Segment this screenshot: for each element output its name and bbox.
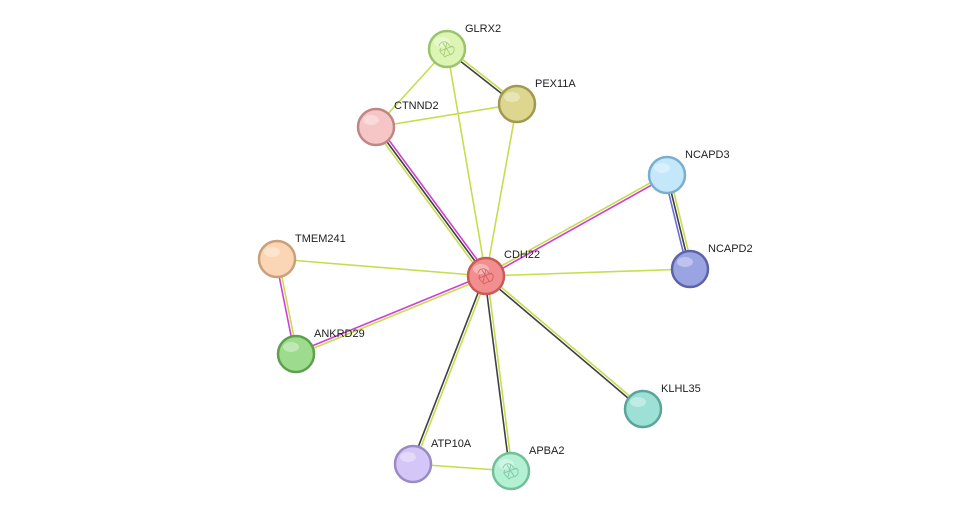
edge-cdh22-ankrd29[interactable] xyxy=(295,274,487,356)
edge-line-coexpression xyxy=(411,275,486,464)
node-label: GLRX2 xyxy=(465,23,501,35)
node-circle xyxy=(257,239,297,279)
node-circle xyxy=(393,444,433,484)
node-highlight xyxy=(363,115,379,125)
node-ncapd3[interactable]: NCAPD3 xyxy=(647,149,730,195)
node-label: TMEM241 xyxy=(295,233,346,245)
edge-line-experiments xyxy=(377,124,489,275)
icon-path xyxy=(502,463,519,480)
node-highlight xyxy=(630,397,646,407)
node-klhl35[interactable]: KLHL35 xyxy=(623,383,701,429)
edge-line-textmining xyxy=(485,268,691,277)
node-tmem241[interactable]: TMEM241 xyxy=(257,233,346,279)
edge-line-coexpression xyxy=(375,126,487,277)
node-ankrd29[interactable]: ANKRD29 xyxy=(276,328,365,374)
node-label: APBA2 xyxy=(529,445,564,457)
node-label: ANKRD29 xyxy=(314,328,365,340)
node-circle xyxy=(276,334,316,374)
node-label: NCAPD3 xyxy=(685,149,730,161)
edge-cdh22-pex11a[interactable] xyxy=(485,103,518,277)
edge-cdh22-ncapd3[interactable] xyxy=(484,173,669,278)
edge-cdh22-klhl35[interactable] xyxy=(484,274,645,411)
node-highlight xyxy=(264,247,280,257)
node-label: CTNND2 xyxy=(394,100,439,112)
edge-line-textmining xyxy=(413,276,488,465)
edge-line-experiments xyxy=(486,175,669,278)
node-highlight xyxy=(504,92,520,102)
edge-line-textmining xyxy=(446,48,487,277)
edge-cdh22-tmem241[interactable] xyxy=(276,258,487,277)
node-circle xyxy=(647,155,687,195)
node-highlight xyxy=(677,257,693,267)
edge-cdh22-ctnnd2[interactable] xyxy=(373,124,489,279)
icon-path xyxy=(438,41,455,58)
node-glrx2[interactable]: GLRX2 xyxy=(427,23,501,69)
node-atp10a[interactable]: ATP10A xyxy=(393,438,472,484)
edge-line-textmining xyxy=(276,258,487,277)
protein-structure-icon xyxy=(438,41,455,58)
node-highlight xyxy=(283,342,299,352)
protein-structure-icon xyxy=(502,463,519,480)
node-label: KLHL35 xyxy=(661,383,701,395)
node-label: PEX11A xyxy=(535,78,576,90)
edge-ctnnd2-pex11a[interactable] xyxy=(375,103,518,128)
protein-structure-icon xyxy=(477,268,494,285)
node-circle xyxy=(623,389,663,429)
node-label: CDH22 xyxy=(504,249,540,261)
edge-line-coexpression xyxy=(483,276,511,472)
node-label: ATP10A xyxy=(431,438,472,450)
edge-line-textmining xyxy=(296,276,487,356)
node-ncapd2[interactable]: NCAPD2 xyxy=(670,243,753,289)
node-apba2[interactable]: APBA2 xyxy=(491,445,564,491)
edge-cdh22-ncapd2[interactable] xyxy=(485,268,691,277)
node-circle xyxy=(497,84,537,124)
edge-line-textmining xyxy=(375,103,518,128)
node-cdh22[interactable]: CDH22 xyxy=(466,249,540,296)
node-pex11a[interactable]: PEX11A xyxy=(497,78,576,124)
edge-line-coexpression xyxy=(484,276,643,411)
node-highlight xyxy=(654,163,670,173)
node-label: NCAPD2 xyxy=(708,243,753,255)
edge-line-textmining xyxy=(486,274,645,409)
edge-line-textmining xyxy=(485,103,518,277)
node-highlight xyxy=(400,452,416,462)
node-circle xyxy=(356,107,396,147)
node-ctnnd2[interactable]: CTNND2 xyxy=(356,100,439,147)
edge-line-textmining xyxy=(484,173,667,276)
edge-cdh22-apba2[interactable] xyxy=(483,275,514,472)
edge-line-experiments xyxy=(295,274,486,354)
edge-line-textmining xyxy=(486,275,514,471)
node-circle xyxy=(670,249,710,289)
edge-cdh22-atp10a[interactable] xyxy=(411,275,488,465)
icon-path xyxy=(477,268,494,285)
edge-cdh22-glrx2[interactable] xyxy=(446,48,487,277)
edge-line-textmining xyxy=(373,128,485,279)
